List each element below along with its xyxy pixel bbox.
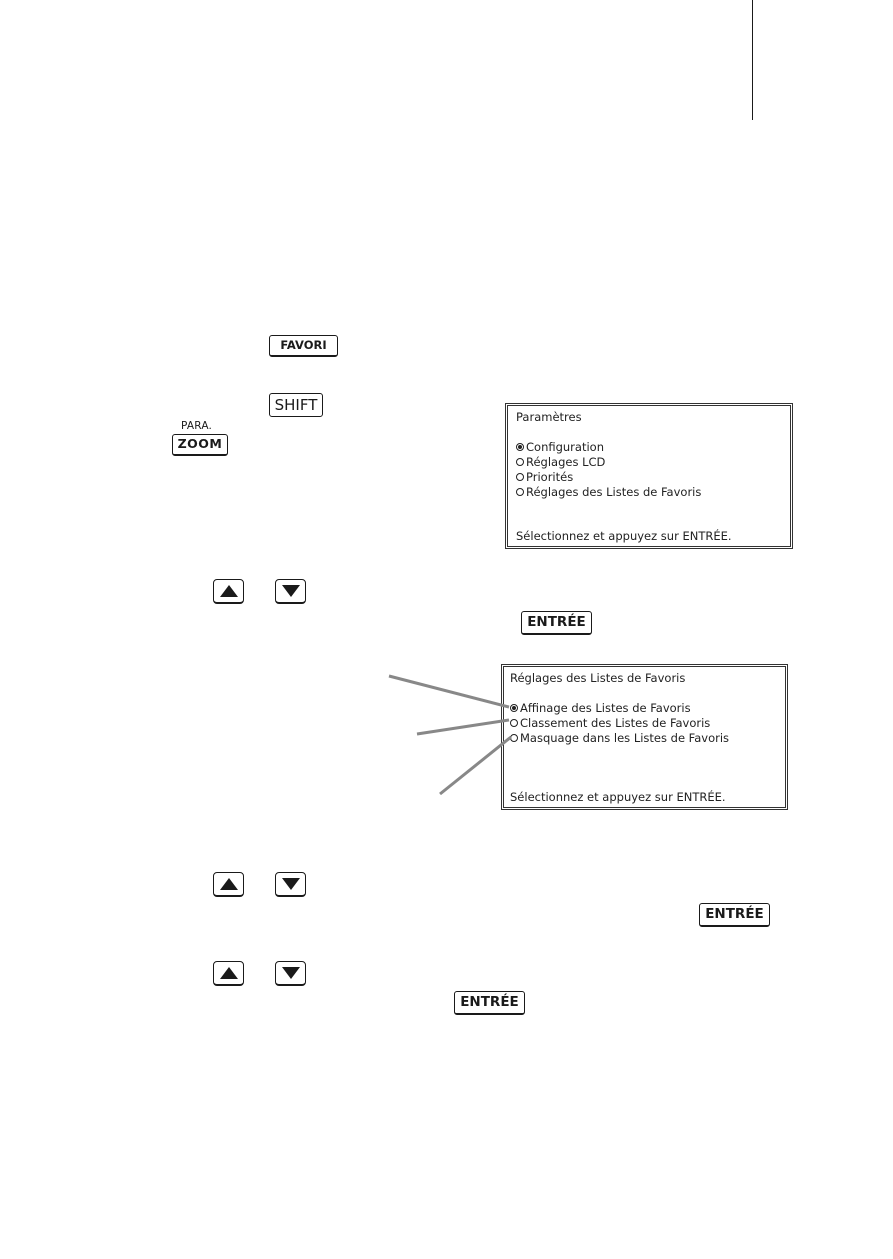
lcd-option-row: Classement des Listes de Favoris [510,716,710,730]
lcd-option-row: Priorités [516,470,573,484]
lcd-title: Réglages des Listes de Favoris [510,671,686,685]
favori-key: FAVORI [269,335,338,357]
lcd-screen-reglages-favoris: Réglages des Listes de Favoris Affinage … [501,664,788,810]
up-arrow-key [213,961,244,986]
triangle-up-icon [219,878,238,890]
triangle-down-icon [281,967,300,979]
lcd-option-row: Configuration [516,440,604,454]
callout-line-masquage [439,735,512,796]
lcd-option-row: Réglages des Listes de Favoris [516,485,701,499]
entree-key-label: ENTRÉE [527,613,586,630]
radio-empty-icon [516,488,524,496]
up-arrow-key [213,579,244,604]
radio-selected-icon [516,443,524,451]
zoom-key-label: ZOOM [177,436,223,452]
zoom-key: ZOOM [172,434,228,456]
down-arrow-key [275,579,306,604]
triangle-down-icon [281,585,300,597]
lcd-option-row: Réglages LCD [516,455,605,469]
radio-empty-icon [516,458,524,466]
page-edge-rule [752,0,753,120]
entree-key: ENTRÉE [699,903,770,927]
lcd-option-label: Configuration [526,440,604,454]
callout-line-affinage [388,674,510,709]
shift-key: SHIFT [269,393,323,417]
lcd-option-label: Masquage dans les Listes de Favoris [520,731,730,745]
entree-key-label: ENTRÉE [705,905,764,922]
lcd-footer: Sélectionnez et appuyez sur ENTRÉE. [510,790,726,804]
radio-selected-icon [510,704,518,712]
lcd-option-label: Classement des Listes de Favoris [520,716,711,730]
down-arrow-key [275,961,306,986]
triangle-down-icon [281,878,300,890]
lcd-option-label: Réglages LCD [526,455,606,469]
lcd-footer: Sélectionnez et appuyez sur ENTRÉE. [516,529,732,543]
lcd-option-row: Affinage des Listes de Favoris [510,701,691,715]
lcd-option-label: Priorités [526,470,574,484]
lcd-option-label: Affinage des Listes de Favoris [520,701,691,715]
radio-empty-icon [516,473,524,481]
down-arrow-key [275,872,306,897]
triangle-up-icon [219,967,238,979]
lcd-title: Paramètres [516,410,582,424]
favori-key-label: FAVORI [280,337,327,352]
entree-key-label: ENTRÉE [460,993,519,1010]
callout-line-classement [416,718,510,736]
radio-empty-icon [510,719,518,727]
entree-key: ENTRÉE [454,991,525,1015]
shift-key-label: SHIFT [274,395,318,414]
para-key-label: PARA. [181,420,213,432]
up-arrow-key [213,872,244,897]
triangle-up-icon [219,585,238,597]
entree-key: ENTRÉE [521,611,592,635]
lcd-screen-parametres: Paramètres Configuration Réglages LCD Pr… [505,403,793,549]
lcd-option-label: Réglages des Listes de Favoris [526,485,702,499]
